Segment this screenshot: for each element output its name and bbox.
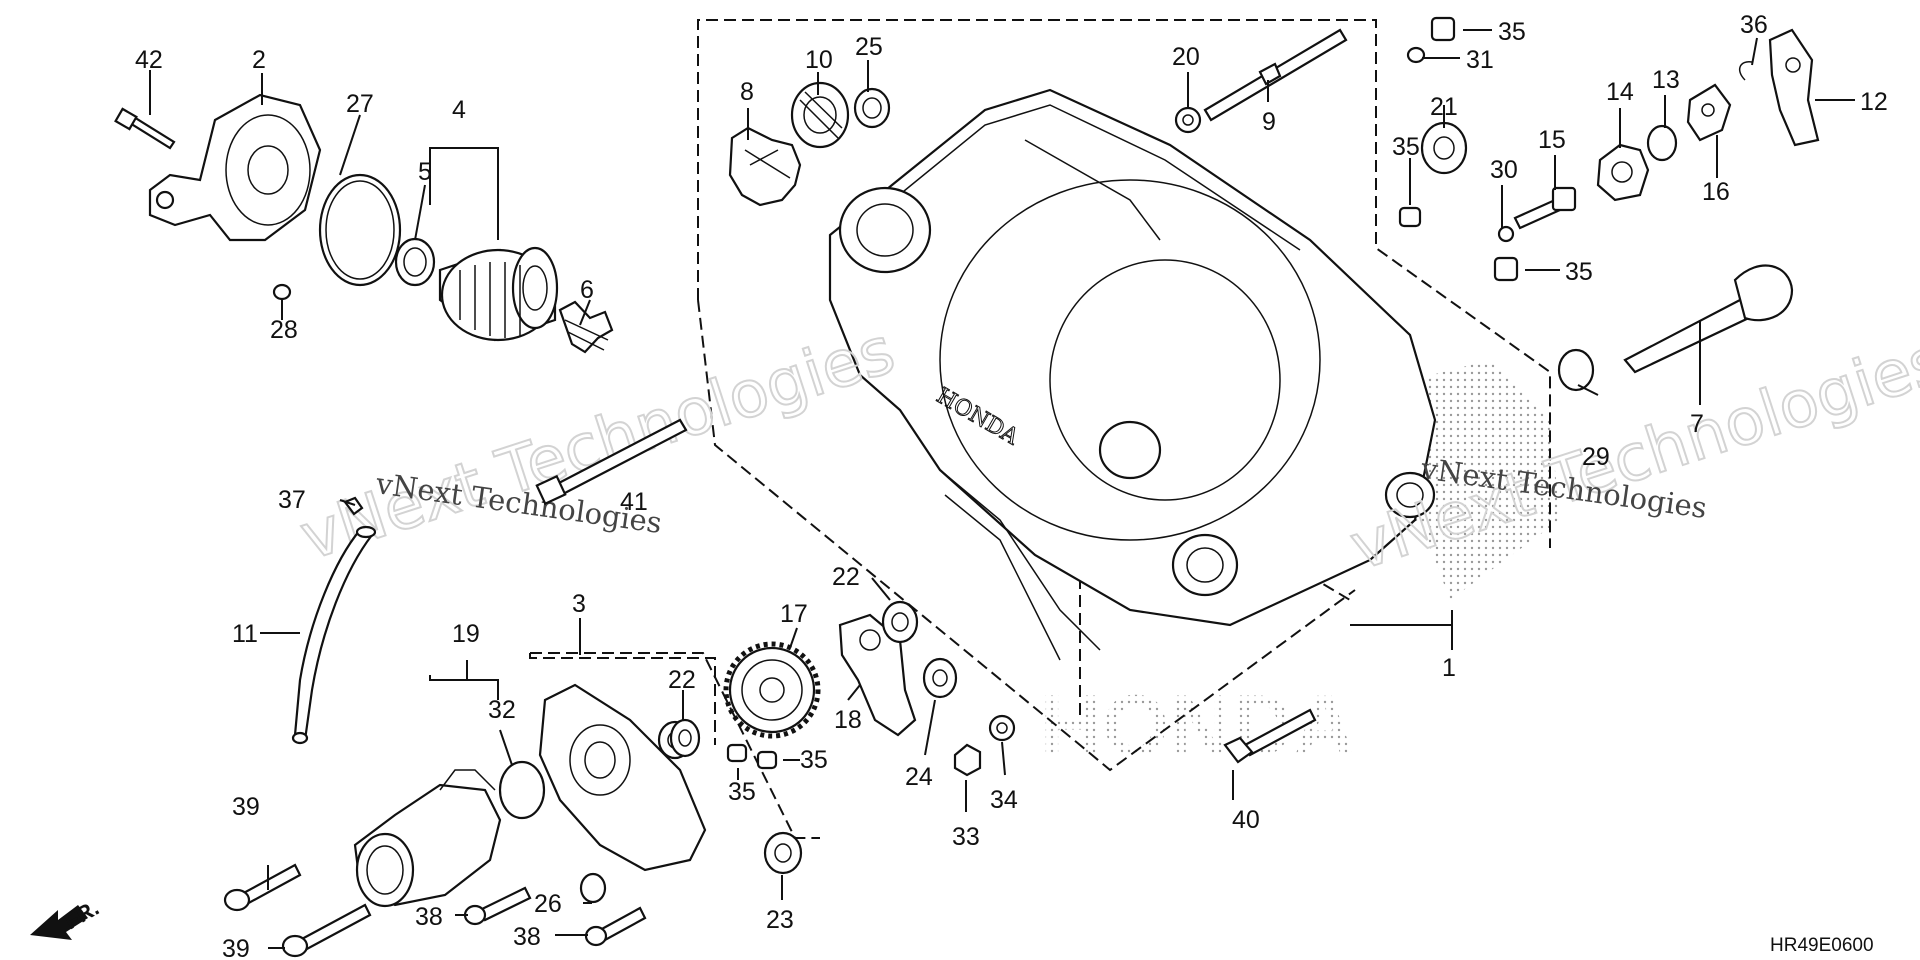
callout-9: 9 — [1262, 108, 1276, 136]
callout-16: 16 — [1702, 178, 1730, 206]
callout-22b: 22 — [832, 563, 860, 591]
callout-5: 5 — [418, 158, 432, 186]
upper-small-parts — [728, 28, 1348, 207]
callout-2: 2 — [252, 46, 266, 74]
callout-7: 7 — [1690, 410, 1704, 438]
callout-6: 6 — [580, 276, 594, 304]
callout-8: 8 — [740, 78, 754, 106]
callout-26: 26 — [534, 890, 562, 918]
callout-30: 30 — [1490, 156, 1518, 184]
watermark-left: vNext Technologies — [292, 314, 903, 575]
callout-20: 20 — [1172, 43, 1200, 71]
callout-21: 21 — [1430, 93, 1458, 121]
callout-33: 33 — [952, 823, 980, 851]
callout-14: 14 — [1606, 78, 1634, 106]
callout-19: 19 — [452, 620, 480, 648]
gear-group — [669, 600, 1317, 777]
callout-22a: 22 — [668, 666, 696, 694]
callout-12: 12 — [1860, 88, 1888, 116]
callout-35a: 35 — [1498, 18, 1526, 46]
diagram-code: HR49E0600 — [1770, 935, 1874, 956]
leader-lines — [149, 29, 1855, 949]
callout-17: 17 — [780, 600, 808, 628]
callout-28: 28 — [270, 316, 298, 344]
callout-41: 41 — [620, 488, 648, 516]
callout-35b: 35 — [1392, 133, 1420, 161]
callout-34: 34 — [990, 786, 1018, 814]
crankcase-cover: HONDA — [828, 88, 1437, 661]
callout-25: 25 — [855, 33, 883, 61]
callout-23: 23 — [766, 906, 794, 934]
tube-group — [291, 418, 688, 745]
oil-filter-group — [114, 93, 614, 354]
upper-right-parts — [1398, 16, 1820, 392]
callout-39b: 39 — [222, 935, 250, 960]
callout-24: 24 — [905, 763, 933, 791]
callout-27: 27 — [346, 90, 374, 118]
callout-13: 13 — [1652, 66, 1680, 94]
callout-4: 4 — [452, 96, 466, 124]
callout-42: 42 — [135, 46, 163, 74]
callout-36: 36 — [1740, 11, 1768, 39]
callout-3: 3 — [572, 590, 586, 618]
callout-29: 29 — [1582, 443, 1610, 471]
callout-15: 15 — [1538, 126, 1566, 154]
starter-pump-group — [223, 683, 803, 958]
callout-37: 37 — [278, 486, 306, 514]
callout-38b: 38 — [513, 923, 541, 951]
callout-38a: 38 — [415, 903, 443, 931]
callouts: 42 2 27 4 5 6 28 8 10 25 20 9 35 31 21 3… — [135, 11, 1888, 960]
callout-31: 31 — [1466, 46, 1494, 74]
callout-39a: 39 — [232, 793, 260, 821]
honda-watermark-text: HONDA — [1040, 678, 1355, 774]
callout-1: 1 — [1442, 654, 1456, 682]
callout-35d: 35 — [728, 778, 756, 806]
front-direction-marker: FR. — [30, 895, 103, 940]
callout-18: 18 — [834, 706, 862, 734]
callout-11: 11 — [232, 620, 258, 648]
callout-35e: 35 — [800, 746, 828, 774]
callout-40: 40 — [1232, 806, 1260, 834]
callout-32: 32 — [488, 696, 516, 724]
callout-35c: 35 — [1565, 258, 1593, 286]
callout-10: 10 — [805, 46, 833, 74]
